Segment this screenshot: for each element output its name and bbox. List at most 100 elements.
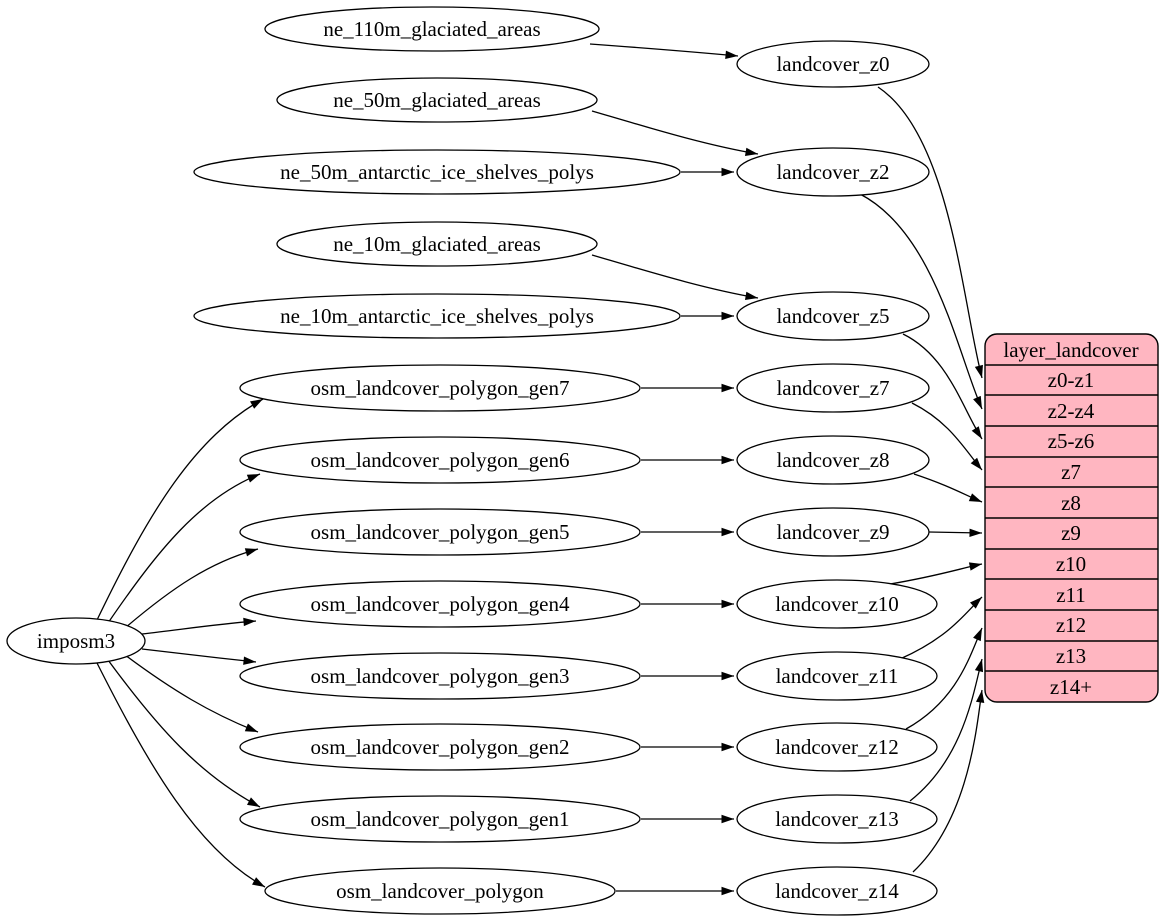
node-ne_110m_glaciated_areas-shape xyxy=(264,6,600,52)
node-ne_50m_antarctic_ice_shelves_polys: ne_50m_antarctic_ice_shelves_polys xyxy=(193,149,681,195)
node-landcover_z5-label: landcover_z5 xyxy=(776,304,889,328)
node-osm_landcover_polygon_gen4-shape xyxy=(239,580,641,628)
node-osm_landcover_polygon_gen1-shape xyxy=(239,795,641,843)
record-row-z5-z6: z5-z6 xyxy=(1048,429,1095,453)
node-landcover_z14: landcover_z14 xyxy=(736,866,938,916)
edge-ne_110m_glaciated_areas-landcover_z0 xyxy=(589,43,739,60)
node-landcover_z14-label: landcover_z14 xyxy=(775,879,899,903)
edge-imposm3-osm_landcover_polygon_gen6 xyxy=(107,473,261,624)
node-landcover_z0: landcover_z0 xyxy=(736,40,930,88)
node-osm_landcover_polygon_gen5-shape xyxy=(239,508,641,556)
record-row-z10: z10 xyxy=(1056,552,1086,576)
node-ne_10m_antarctic_ice_shelves_polys-shape xyxy=(193,293,681,339)
node-imposm3-label: imposm3 xyxy=(37,629,115,653)
node-landcover_z13: landcover_z13 xyxy=(736,794,938,844)
record-row-z0-z1: z0-z1 xyxy=(1048,368,1095,392)
node-ne_50m_antarctic_ice_shelves_polys-label: ne_50m_antarctic_ice_shelves_polys xyxy=(280,160,594,184)
edge-imposm3-osm_landcover_polygon xyxy=(96,662,266,888)
node-landcover_z12-shape xyxy=(736,722,938,772)
node-landcover_z7-shape xyxy=(736,363,930,413)
edge-landcover_z14-row-z14+ xyxy=(912,689,985,873)
node-landcover_z13-label: landcover_z13 xyxy=(775,807,899,831)
edge-landcover_z13-row-z13 xyxy=(909,658,984,802)
node-layer-landcover: layer_landcover z0-z1 z2-z4 z5-z6 z7 z8 … xyxy=(984,333,1159,703)
node-landcover_z11: landcover_z11 xyxy=(736,651,938,701)
node-osm_landcover_polygon_gen5-label: osm_landcover_polygon_gen5 xyxy=(311,520,570,544)
edge-landcover_z9-row-z9 xyxy=(928,528,983,537)
edge-imposm3-osm_landcover_polygon_gen7 xyxy=(96,398,264,621)
node-landcover_z2-shape xyxy=(736,147,930,197)
edge-landcover_z5-row-z5-z6 xyxy=(902,333,983,440)
edge-landcover_z12-row-z12 xyxy=(905,627,983,730)
node-ne_50m_glaciated_areas: ne_50m_glaciated_areas xyxy=(276,77,598,123)
edge-imposm3-osm_landcover_polygon_gen5 xyxy=(124,548,259,629)
node-osm_landcover_polygon_gen2-label: osm_landcover_polygon_gen2 xyxy=(311,735,570,759)
node-landcover_z11-shape xyxy=(736,651,938,701)
node-landcover_z13-shape xyxy=(736,794,938,844)
node-landcover_z12-label: landcover_z12 xyxy=(775,735,899,759)
node-landcover_z9-shape xyxy=(736,507,930,557)
node-landcover_z11-label: landcover_z11 xyxy=(776,664,899,688)
edge-landcover_z2-row-z2-z4 xyxy=(859,193,983,410)
node-osm_landcover_polygon_gen7-shape xyxy=(239,364,641,412)
node-ne_110m_glaciated_areas-label: ne_110m_glaciated_areas xyxy=(323,17,540,41)
node-landcover_z10: landcover_z10 xyxy=(736,579,938,629)
node-landcover_z9: landcover_z9 xyxy=(736,507,930,557)
node-landcover_z8-shape xyxy=(736,435,930,485)
node-ne_10m_glaciated_areas-label: ne_10m_glaciated_areas xyxy=(333,232,541,256)
node-landcover_z5: landcover_z5 xyxy=(736,291,930,341)
record-row-z13: z13 xyxy=(1056,644,1086,668)
node-landcover_z9-label: landcover_z9 xyxy=(776,520,889,544)
edge-ne_10m_glaciated_areas-landcover_z5 xyxy=(591,254,759,301)
edge-landcover_z0-row-z0-z1 xyxy=(877,86,983,379)
node-osm_landcover_polygon_gen4: osm_landcover_polygon_gen4 xyxy=(239,580,641,628)
record-row-z7: z7 xyxy=(1061,460,1081,484)
node-osm_landcover_polygon: osm_landcover_polygon xyxy=(264,867,616,915)
node-osm_landcover_polygon_gen6: osm_landcover_polygon_gen6 xyxy=(239,436,641,484)
record-title: layer_landcover xyxy=(1003,338,1138,362)
node-osm_landcover_polygon-shape xyxy=(264,867,616,915)
node-osm_landcover_polygon_gen1: osm_landcover_polygon_gen1 xyxy=(239,795,641,843)
record-row-z8: z8 xyxy=(1061,491,1081,515)
node-osm_landcover_polygon_gen6-shape xyxy=(239,436,641,484)
node-osm_landcover_polygon_gen1-label: osm_landcover_polygon_gen1 xyxy=(311,807,570,831)
node-ne_10m_antarctic_ice_shelves_polys: ne_10m_antarctic_ice_shelves_polys xyxy=(193,293,681,339)
node-ne_10m_glaciated_areas-shape xyxy=(276,221,598,267)
edge-imposm3-osm_landcover_polygon_gen1 xyxy=(107,659,261,808)
node-ne_50m_glaciated_areas-label: ne_50m_glaciated_areas xyxy=(333,88,541,112)
record-row-z12: z12 xyxy=(1056,613,1086,637)
node-osm_landcover_polygon_gen2-shape xyxy=(239,723,641,771)
edge-landcover_z10-row-z10 xyxy=(889,562,983,585)
node-ne_50m_antarctic_ice_shelves_polys-shape xyxy=(193,149,681,195)
record-row-z2-z4: z2-z4 xyxy=(1048,399,1095,423)
node-landcover_z7: landcover_z7 xyxy=(736,363,930,413)
node-imposm3: imposm3 xyxy=(6,617,146,665)
edge-landcover_z7-row-z7 xyxy=(911,402,983,471)
node-landcover_z8-label: landcover_z8 xyxy=(776,448,889,472)
node-osm_landcover_polygon_gen7-label: osm_landcover_polygon_gen7 xyxy=(311,376,570,400)
node-osm_landcover_polygon-label: osm_landcover_polygon xyxy=(336,879,544,903)
node-osm_landcover_polygon_gen7: osm_landcover_polygon_gen7 xyxy=(239,364,641,412)
edge-landcover_z8-row-z8 xyxy=(913,473,983,503)
node-landcover_z2: landcover_z2 xyxy=(736,147,930,197)
node-ne_10m_glaciated_areas: ne_10m_glaciated_areas xyxy=(276,221,598,267)
node-imposm3-shape xyxy=(6,617,146,665)
node-osm_landcover_polygon_gen3: osm_landcover_polygon_gen3 xyxy=(239,652,641,700)
node-landcover_z5-shape xyxy=(736,291,930,341)
node-landcover_z10-label: landcover_z10 xyxy=(775,592,899,616)
record-row-z14: z14+ xyxy=(1050,675,1092,699)
node-ne_110m_glaciated_areas: ne_110m_glaciated_areas xyxy=(264,6,600,52)
node-landcover_z14-shape xyxy=(736,866,938,916)
node-osm_landcover_polygon_gen6-label: osm_landcover_polygon_gen6 xyxy=(311,448,570,472)
node-osm_landcover_polygon_gen3-shape xyxy=(239,652,641,700)
record-row-z11: z11 xyxy=(1056,583,1086,607)
node-landcover_z8: landcover_z8 xyxy=(736,435,930,485)
node-landcover_z0-shape xyxy=(736,40,930,88)
node-landcover_z10-shape xyxy=(736,579,938,629)
edge-ne_50m_glaciated_areas-landcover_z2 xyxy=(591,110,759,157)
node-landcover_z0-label: landcover_z0 xyxy=(776,52,889,76)
node-ne_10m_antarctic_ice_shelves_polys-label: ne_10m_antarctic_ice_shelves_polys xyxy=(280,304,594,328)
edge-imposm3-osm_landcover_polygon_gen2 xyxy=(124,654,259,733)
